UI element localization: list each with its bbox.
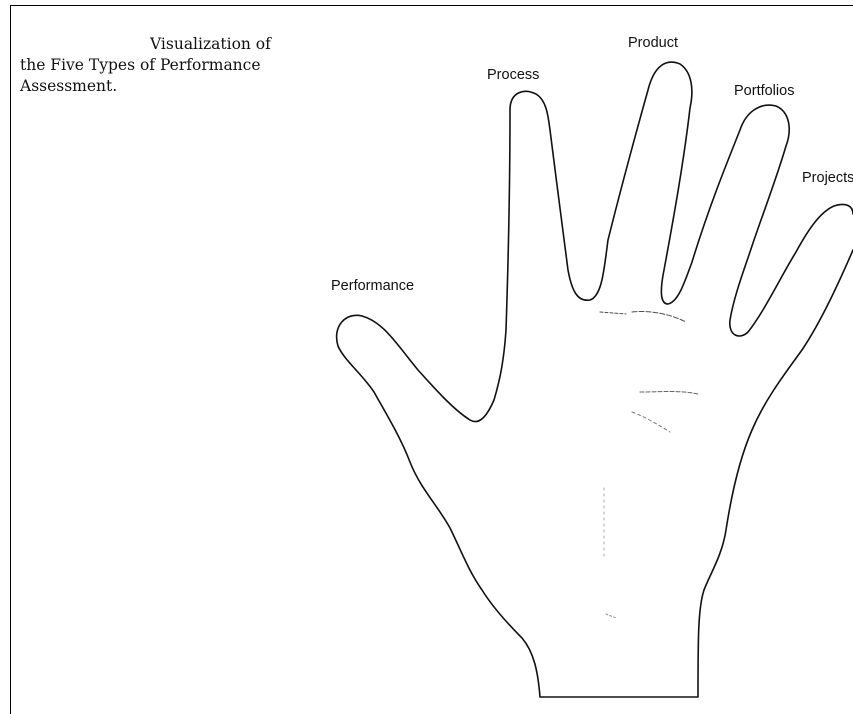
label-process: Process — [487, 67, 539, 83]
crease-top-1 — [600, 312, 626, 314]
label-portfolios: Portfolios — [734, 83, 794, 99]
label-projects: Projects — [802, 170, 853, 186]
crease-top-2 — [632, 311, 686, 322]
crease-wrist — [606, 614, 616, 618]
crease-mid-1 — [640, 392, 698, 395]
hand-outline — [337, 62, 853, 697]
palm-creases — [600, 311, 698, 618]
label-performance: Performance — [331, 278, 414, 294]
label-product: Product — [628, 35, 678, 51]
crease-mid-2 — [632, 412, 670, 432]
